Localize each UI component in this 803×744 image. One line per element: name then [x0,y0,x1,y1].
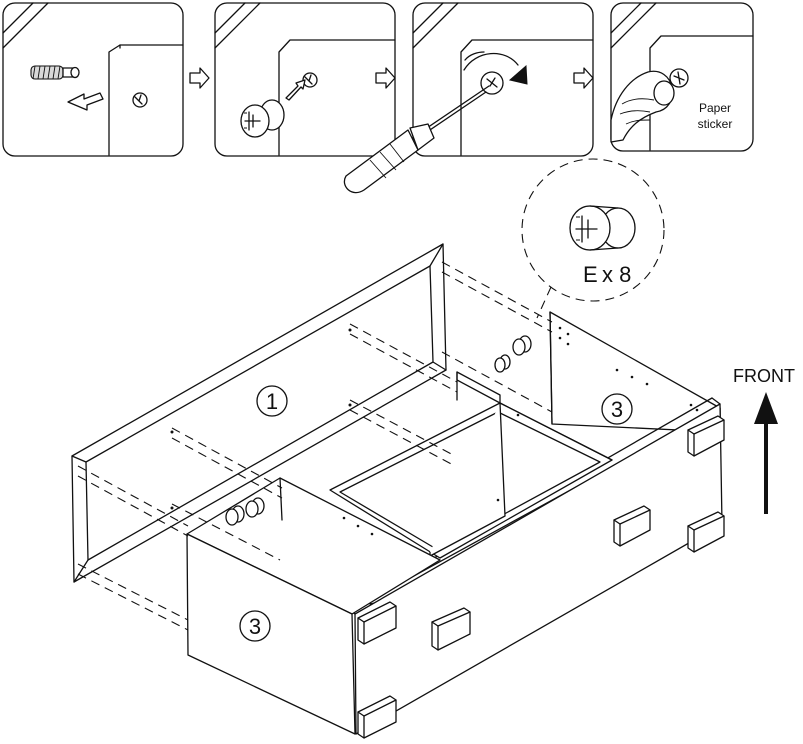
corner-blocks [357,415,725,739]
next-step-arrow-icon [189,67,210,89]
rotate-arrowhead-icon [508,64,528,85]
step-2-insert-cam [214,2,396,157]
arrow-up-icon [754,392,778,424]
next-step-arrow-icon [375,67,396,89]
front-label: FRONT [733,366,795,386]
cam-lock-icon [240,99,285,138]
screwdriver-icon [343,85,490,194]
step-1-insert-screw [2,2,184,157]
sticker-label-line2: sticker [698,117,733,131]
front-indicator: FRONT [733,366,795,514]
rotate-arrow-icon [463,52,519,71]
arrow-up-right-icon [285,79,306,101]
panel-label-3-right: 3 [601,393,633,425]
sticker-label-line1: Paper [699,101,731,115]
back-panel [71,243,447,583]
panel-label-3-left: 3 [239,610,271,642]
hand-icon [610,70,675,143]
step-4-paper-sticker: Paper sticker [610,2,754,152]
part-quantity: x 8 [602,262,631,287]
cam-lock-callout: E x 8 [521,158,665,319]
cam-lock-hardware [225,335,532,526]
panel-label-1: 1 [256,385,288,417]
cam-screw-icon [30,65,80,80]
cam-hole-icon [132,92,148,108]
svg-text:1: 1 [266,389,278,414]
next-step-arrow-icon [573,67,594,89]
center-compartment [329,371,613,559]
part-letter: E [583,262,598,287]
svg-text:3: 3 [249,614,261,639]
alignment-guides [77,261,553,631]
arrow-left-icon [67,92,104,111]
cam-lock-icon [569,205,636,251]
step-3-tighten-cam [343,2,594,194]
svg-text:3: 3 [611,397,623,422]
